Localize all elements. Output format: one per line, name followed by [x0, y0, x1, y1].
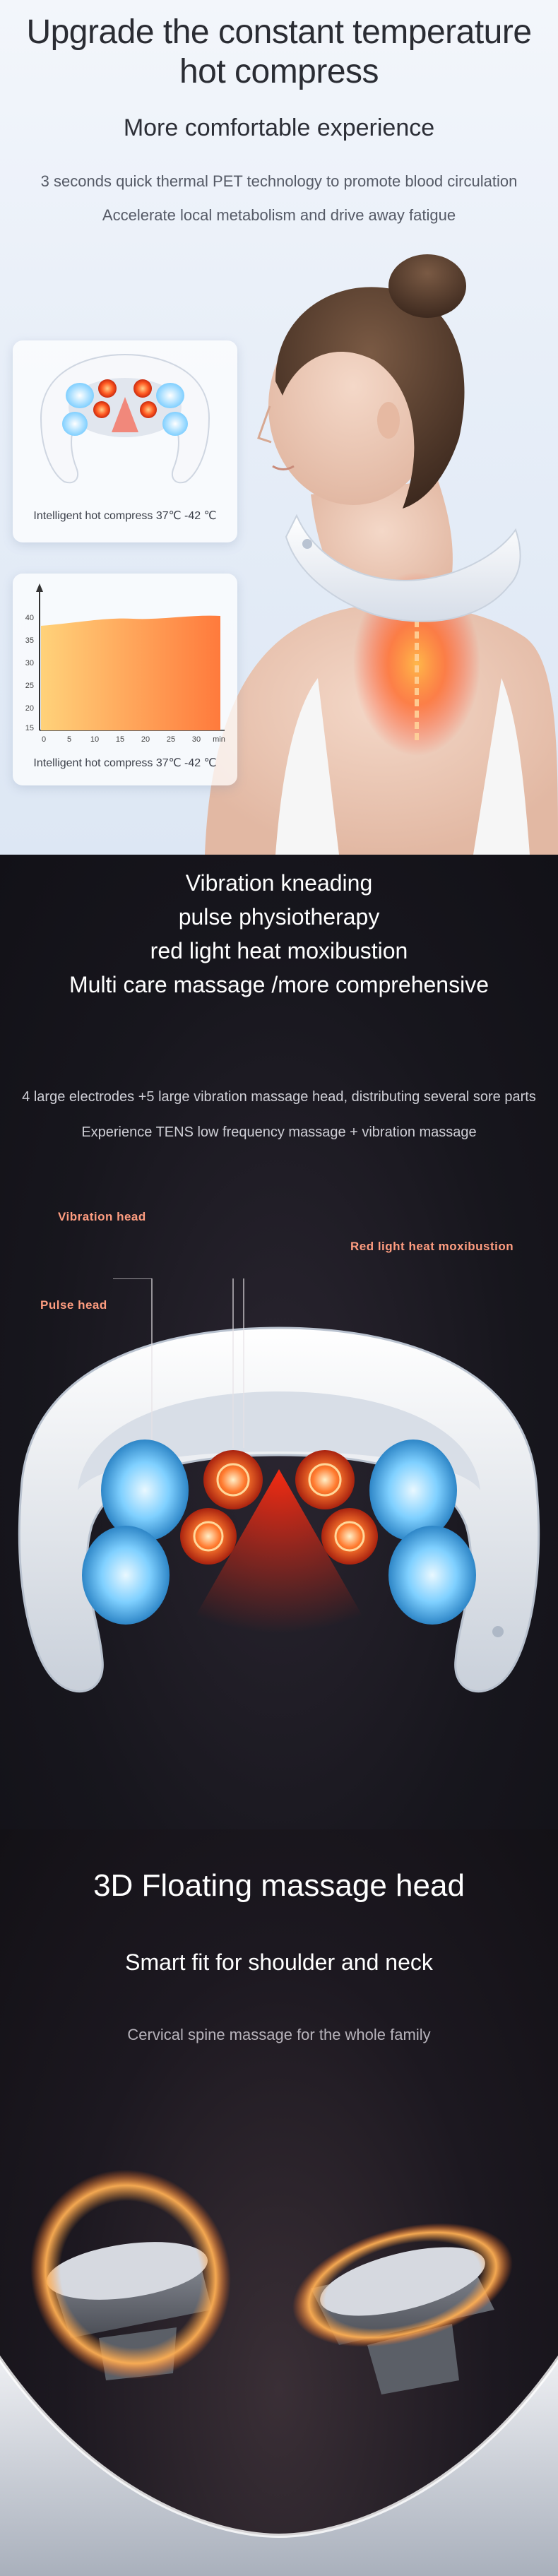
info-line-1: 4 large electrodes +5 large vibration ma… — [22, 1089, 536, 1105]
label-red-light: Red light heat moxibustion — [350, 1240, 514, 1253]
hot-compress-device-card: Intelligent hot compress 37℃ -42 ℃ — [13, 340, 237, 542]
y-tick: 25 — [25, 682, 34, 690]
temperature-curve-card: 40 35 30 25 20 15 0 5 10 15 20 25 30 min — [13, 574, 237, 785]
x-tick: 20 — [141, 735, 150, 744]
hot-compress-section: Upgrade the constant temperature hot com… — [0, 0, 558, 855]
device-heat-illustration — [40, 353, 210, 484]
heading-line-2: pulse physiotherapy — [178, 904, 380, 930]
temperature-curve-illustration: 40 35 30 25 20 15 0 5 10 15 20 25 30 min — [25, 583, 225, 744]
x-tick: 5 — [67, 735, 71, 744]
x-tick: 30 — [192, 735, 201, 744]
x-tick: 10 — [90, 735, 99, 744]
heading-line-1: Vibration kneading — [185, 870, 373, 896]
heading-line-4: Multi care massage /more comprehensive — [69, 972, 489, 997]
massager-device-illustration — [18, 1278, 540, 1693]
x-tick: 0 — [42, 735, 46, 744]
section-title: 3D Floating massage head — [93, 1868, 465, 1903]
vibration-section: Vibration kneading pulse physiotherapy r… — [0, 855, 558, 1829]
floating-head-section: 3D Floating massage head Smart fit for s… — [0, 1829, 558, 2576]
y-tick: 35 — [25, 636, 34, 645]
section-title: Upgrade the constant temperature hot com… — [0, 13, 558, 92]
section-caption: Cervical spine massage for the whole fam… — [127, 2026, 431, 2043]
description-line-1: 3 seconds quick thermal PET technology t… — [40, 172, 518, 190]
title-line-2: hot compress — [179, 53, 379, 90]
section-subtitle: More comfortable experience — [123, 114, 435, 141]
title-line-1: Upgrade the constant temperature — [26, 13, 532, 51]
y-tick: 20 — [25, 704, 34, 713]
info-line-2: Experience TENS low frequency massage + … — [81, 1124, 477, 1140]
y-tick: 15 — [25, 724, 34, 732]
y-tick: 40 — [25, 614, 34, 622]
card-caption: Intelligent hot compress 37℃ -42 ℃ — [33, 510, 217, 522]
x-tick: min — [213, 735, 225, 744]
card-caption: Intelligent hot compress 37℃ -42 ℃ — [33, 757, 217, 769]
heading-line-3: red light heat moxibustion — [150, 938, 408, 963]
label-pulse-head: Pulse head — [40, 1298, 107, 1312]
y-tick: 30 — [25, 659, 34, 667]
x-tick: 15 — [116, 735, 124, 744]
floating-heads-illustration — [0, 2169, 558, 2576]
description-line-2: Accelerate local metabolism and drive aw… — [102, 206, 456, 224]
label-vibration-head: Vibration head — [58, 1210, 146, 1223]
woman-wearing-massager-illustration — [205, 254, 558, 855]
x-tick: 25 — [167, 735, 175, 744]
section-subtitle: Smart fit for shoulder and neck — [125, 1949, 433, 1975]
